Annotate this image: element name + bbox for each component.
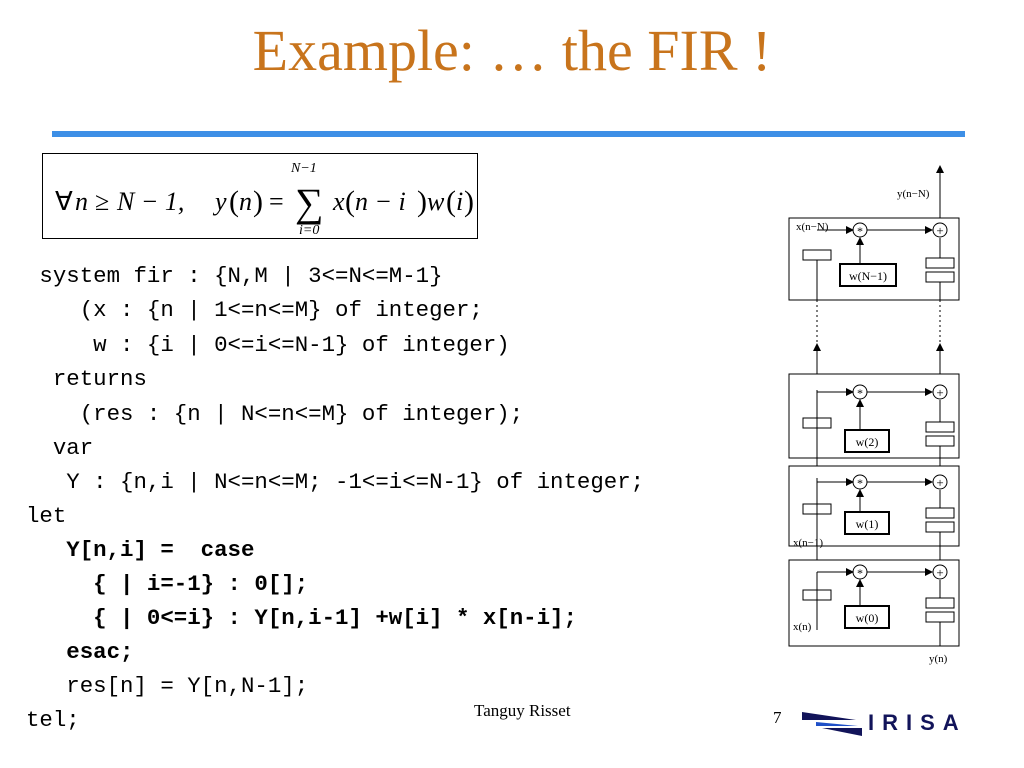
fir-formula: ∀ n ≥ N − 1, y ( n ) = N−1 ∑ i=0 x ( n −… [55, 161, 474, 238]
code-line: system fir : {N,M | 3<=N<=M-1} [26, 263, 443, 289]
code-line-bold: esac; [26, 639, 134, 665]
code-line: w : {i | 0<=i<=N-1} of integer) [26, 332, 510, 358]
formula-lparen-1: ( [229, 185, 239, 218]
code-line: (x : {n | 1<=n<=M} of integer; [26, 297, 483, 323]
cell-w2: * + w(2) [788, 373, 960, 459]
formula-sigma: ∑ [295, 180, 324, 225]
code-line: tel; [26, 707, 80, 733]
formula-n-minus-i: n − i [355, 187, 406, 216]
cell-w0: * + w(0) x(n) y(n) [788, 546, 960, 665]
cell-w1: * + w(1) x(n−1) [788, 458, 960, 549]
formula-lparen-2: ( [345, 185, 355, 218]
top-input-label: x(n−N) [796, 221, 829, 233]
slide-title: Example: … the FIR ! [252, 18, 772, 83]
code-line-bold: { | i=-1} : 0[]; [26, 571, 309, 597]
code-line: Y : {n,i | N<=n<=M; -1<=i<=N-1} of integ… [26, 469, 645, 495]
fir-array-diagram: y(n−N) x(n−N) * + w(N−1) * + w(2) [788, 165, 960, 665]
code-line: res[n] = Y[n,N-1]; [26, 673, 309, 699]
mult-symbol: * [857, 476, 863, 490]
footer-author: Tanguy Risset [474, 701, 571, 720]
formula-rparen-1: ) [253, 185, 263, 218]
irisa-logo-text: IRISA [868, 710, 967, 735]
weight-1-label: w(1) [856, 517, 879, 531]
page-number: 7 [773, 708, 782, 727]
code-line: returns [26, 366, 147, 392]
add-symbol: + [936, 565, 943, 580]
code-line-bold: Y[n,i] = case [26, 537, 255, 563]
formula-lparen-3: ( [446, 185, 456, 218]
formula-geq: ≥ [95, 187, 109, 216]
formula-sum-lower: i=0 [299, 223, 319, 238]
formula-n2: n [239, 187, 252, 216]
title-divider [52, 131, 965, 137]
formula-sum-upper: N−1 [290, 161, 317, 176]
weight-0-label: w(0) [856, 611, 879, 625]
code-line: var [26, 435, 94, 461]
code-line: let [26, 503, 67, 529]
formula-rparen-3: ) [464, 185, 474, 218]
formula-equals: = [269, 187, 284, 216]
add-symbol: + [936, 223, 943, 238]
irisa-logo-icon [802, 712, 862, 736]
code-line: (res : {n | N<=n<=M} of integer); [26, 401, 524, 427]
formula-forall: ∀ [55, 187, 73, 216]
fir-formula-box: ∀ n ≥ N − 1, y ( n ) = N−1 ∑ i=0 x ( n −… [42, 153, 478, 239]
top-weight-label: w(N−1) [849, 269, 887, 283]
formula-y: y [212, 187, 227, 216]
formula-n: n [75, 187, 88, 216]
formula-n-minus-1: N − 1, [116, 187, 184, 216]
add-symbol: + [936, 475, 943, 490]
code-line-bold: { | 0<=i} : Y[n,i-1] +w[i] * x[n-i]; [26, 605, 577, 631]
weight-2-label: w(2) [856, 435, 879, 449]
output-0-label: y(n) [929, 653, 948, 665]
mult-symbol: * [857, 566, 863, 580]
formula-x: x [332, 187, 345, 216]
formula-i: i [456, 187, 463, 216]
add-symbol: + [936, 385, 943, 400]
top-output-label: y(n−N) [897, 188, 930, 200]
input-1-label: x(n−1) [793, 537, 823, 549]
mult-symbol: * [857, 224, 863, 238]
mult-symbol: * [857, 386, 863, 400]
formula-rparen-2: ) [417, 185, 427, 218]
formula-w: w [427, 187, 445, 216]
cell-top: x(n−N) * + w(N−1) [788, 217, 960, 301]
input-0-label: x(n) [793, 621, 812, 633]
